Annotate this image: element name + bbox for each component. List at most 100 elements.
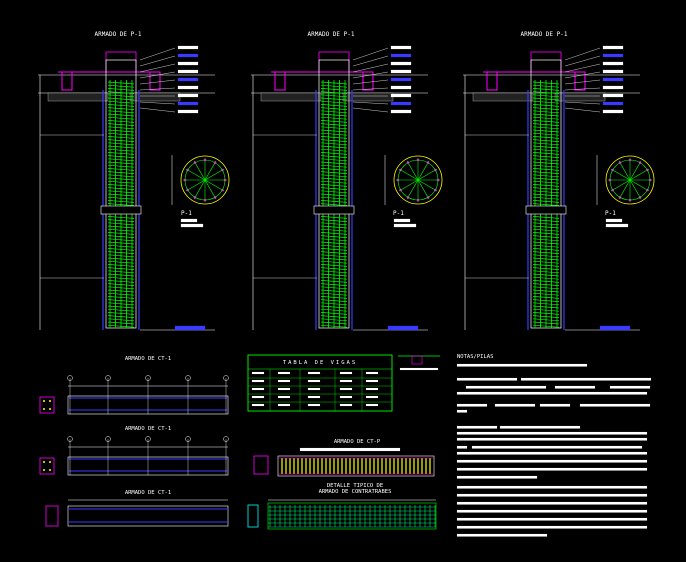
callout-text bbox=[390, 101, 412, 106]
callout-text bbox=[602, 45, 624, 50]
callout-leader bbox=[139, 47, 176, 61]
callout-text bbox=[390, 61, 412, 66]
stirrup-circle bbox=[397, 159, 439, 201]
note-text-line bbox=[579, 403, 651, 407]
rebar-cage bbox=[532, 80, 560, 328]
beam-title-1: ARMADO DE CT-1 bbox=[125, 356, 171, 362]
section-note bbox=[180, 218, 198, 223]
note-text-line bbox=[465, 385, 547, 389]
callout-leader bbox=[564, 55, 601, 67]
table-cell-text bbox=[307, 403, 321, 407]
note-text-line bbox=[456, 501, 648, 505]
table-cell-text bbox=[307, 395, 321, 399]
table-cell-text bbox=[339, 395, 353, 399]
footing-right bbox=[149, 71, 161, 91]
note-text-line bbox=[456, 475, 538, 479]
table-cell-text bbox=[277, 387, 291, 391]
note-text-line bbox=[456, 377, 518, 381]
callout-leader bbox=[564, 107, 601, 113]
rebar-dot bbox=[49, 408, 51, 410]
splice-break bbox=[100, 205, 142, 215]
table-cell-text bbox=[339, 379, 353, 383]
note-text-line bbox=[539, 403, 571, 407]
callout-leader bbox=[352, 47, 389, 61]
beam-section bbox=[39, 457, 55, 475]
note-text-line bbox=[456, 445, 468, 449]
table-cell-text bbox=[251, 403, 265, 407]
callout-leader bbox=[564, 47, 601, 61]
section-label-2: P-1 bbox=[393, 210, 404, 217]
callout-text bbox=[602, 101, 624, 106]
footing-right bbox=[574, 71, 586, 91]
beam-outline bbox=[67, 505, 229, 527]
detail-section bbox=[247, 504, 259, 528]
note-text-line bbox=[456, 467, 648, 471]
table-cell-text bbox=[365, 403, 379, 407]
stirrup-circle bbox=[184, 159, 226, 201]
pile-detail-1 bbox=[38, 45, 230, 331]
table-cell-text bbox=[365, 371, 379, 375]
note-text-line bbox=[456, 409, 468, 413]
section-note bbox=[605, 218, 623, 223]
note-text-line bbox=[471, 445, 643, 449]
section-label-3: P-1 bbox=[605, 210, 616, 217]
callout-leader bbox=[352, 107, 389, 113]
note-text-line bbox=[456, 391, 648, 395]
callout-text bbox=[177, 85, 199, 90]
note-text-line bbox=[456, 363, 588, 367]
callout-leader bbox=[139, 107, 176, 113]
soil-hatch-left bbox=[472, 92, 534, 102]
callout-leader bbox=[564, 101, 601, 105]
table-cell-text bbox=[365, 387, 379, 391]
footing-left bbox=[61, 71, 73, 91]
note-text-line bbox=[456, 425, 498, 429]
table-cell-text bbox=[365, 379, 379, 383]
table-cell-text bbox=[307, 387, 321, 391]
splice-break bbox=[525, 205, 567, 215]
ctp-title: ARMADO DE CT-P bbox=[334, 439, 381, 445]
pile-title-2: ARMADO DE P-1 bbox=[308, 31, 355, 38]
beam-section bbox=[39, 396, 55, 414]
table-cell-text bbox=[365, 395, 379, 399]
rebar-dot bbox=[43, 469, 45, 471]
callout-leader bbox=[139, 79, 176, 85]
beam-section bbox=[45, 505, 59, 527]
table-cell-text bbox=[307, 371, 321, 375]
note-text-line bbox=[520, 377, 652, 381]
detail-contratrabes bbox=[247, 499, 437, 530]
callout-leader bbox=[139, 101, 176, 105]
rebar-dot bbox=[49, 400, 51, 402]
rebar-cage bbox=[320, 80, 348, 328]
footing-left bbox=[274, 71, 286, 91]
callout-leader bbox=[564, 79, 601, 85]
rebar-dot bbox=[43, 408, 45, 410]
pile-detail-2 bbox=[251, 45, 443, 331]
rebar-dot bbox=[49, 469, 51, 471]
table-cell-text bbox=[277, 379, 291, 383]
callout-text bbox=[602, 109, 624, 114]
ctp-outline bbox=[277, 455, 435, 477]
splice-break bbox=[313, 205, 355, 215]
section-note bbox=[393, 223, 417, 228]
callout-text bbox=[177, 101, 199, 106]
ctp-section bbox=[253, 455, 269, 475]
notes-title: NOTAS/PILAS bbox=[457, 354, 493, 360]
soil-hatch-right bbox=[129, 92, 181, 102]
callout-leader bbox=[352, 55, 389, 67]
axis-bubble bbox=[105, 436, 111, 442]
callout-leader bbox=[352, 71, 389, 79]
callout-text bbox=[390, 45, 412, 50]
callout-leader bbox=[352, 63, 389, 73]
table-cell-text bbox=[339, 387, 353, 391]
section-circle bbox=[605, 155, 655, 205]
table-cell-text bbox=[277, 395, 291, 399]
callout-text bbox=[177, 53, 199, 58]
callout-leader bbox=[352, 79, 389, 85]
note-text-line bbox=[494, 403, 536, 407]
note-text-line bbox=[456, 493, 648, 497]
axis-bubble bbox=[145, 436, 151, 442]
callout-text bbox=[177, 109, 199, 114]
pile-title-3: ARMADO DE P-1 bbox=[521, 31, 568, 38]
pile-title-1: ARMADO DE P-1 bbox=[95, 31, 142, 38]
